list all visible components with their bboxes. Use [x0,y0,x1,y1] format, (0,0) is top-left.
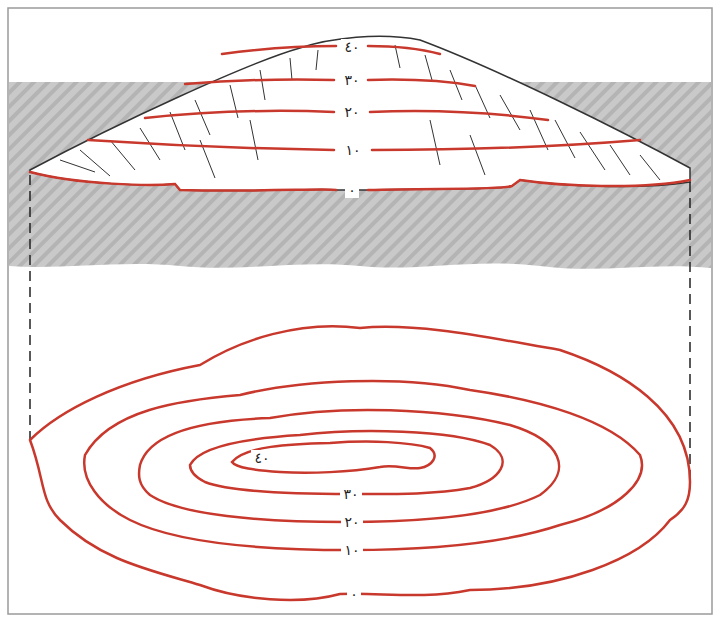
contour-elevation: ٠ [347,586,361,602]
contour-elevation: ٤٠ [341,39,362,55]
contour-elevation: ٣٠ [340,486,361,502]
contour-elevation: ٢٠ [341,514,362,530]
contour-elevation: ٢٠ [341,104,362,120]
contour-elevation: ٣٠ [341,72,362,88]
contour-elevation: ١٠ [341,542,362,558]
contour-elevation: ٠ [345,182,359,198]
contour-elevation: ١٠ [342,142,363,158]
contour-elevation: ٤٠ [251,450,272,466]
